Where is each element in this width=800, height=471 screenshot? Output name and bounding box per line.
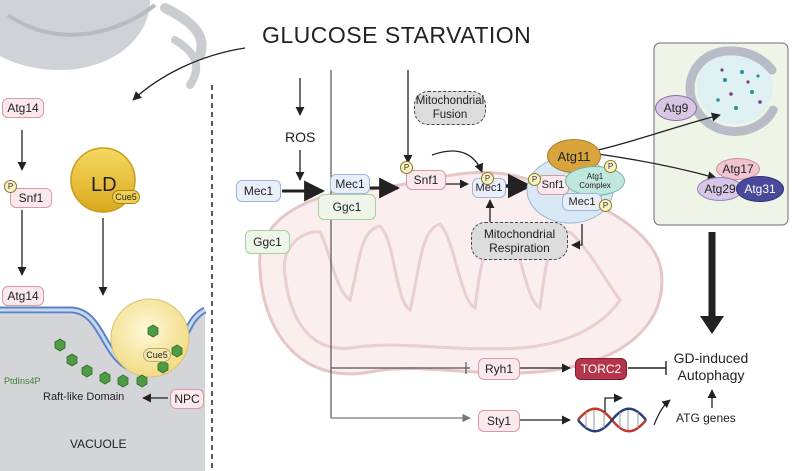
cue5-vacuole-label: Cue5 — [143, 348, 171, 362]
atg17-oval: Atg17 — [716, 158, 760, 180]
mitochondrial-fusion-box: Mitochondrial Fusion — [414, 91, 486, 125]
phospho-snf1-center: P — [400, 161, 413, 174]
ryh1-box: Ryh1 — [478, 358, 520, 380]
ld-label: LD — [91, 174, 117, 196]
npc-box: NPC — [170, 389, 204, 409]
mito-fusion-line2: Fusion — [432, 109, 468, 121]
atg-genes-arrow — [653, 399, 671, 426]
cue5-ld-label: Cue5 — [112, 190, 140, 204]
mitochondrial-respiration-box: Mitochondrial Respiration — [471, 222, 568, 260]
ptdins4p-markers — [54, 324, 183, 388]
dna-helix — [577, 393, 647, 433]
phospho-mec1-right: P — [481, 172, 494, 185]
atg-genes-label: ATG genes — [676, 411, 736, 425]
ggc1-mid-box: Ggc1 — [318, 194, 376, 220]
atg9-oval: Atg9 — [655, 95, 697, 121]
atg1-label: Atg1 — [586, 172, 604, 181]
mito-fusion-line1: Mitochondrial — [415, 95, 485, 107]
snf1-left-box: Snf1 — [10, 188, 52, 208]
torc2-inhibition — [628, 361, 667, 375]
raft-domain-label: Raft-like Domain — [43, 391, 125, 403]
gd-line2: Autophagy — [677, 367, 745, 383]
phospho-mec1-complex: P — [599, 199, 612, 212]
snf1-complex-box: Snf1 — [537, 175, 569, 195]
snf1-center-box: Snf1 — [406, 170, 446, 190]
atg11-oval: Atg11 — [547, 139, 601, 173]
vacuole-label: VACUOLE — [70, 437, 127, 451]
atg14-top-box: Atg14 — [2, 98, 44, 118]
ptdins4p-label: PtdIns4P — [4, 376, 41, 386]
atg29-oval: Atg29 — [697, 177, 743, 201]
ros-label: ROS — [285, 129, 316, 145]
phospho-atg1: P — [604, 160, 617, 173]
left-arrows — [17, 47, 246, 403]
mec1-mid-box: Mec1 — [330, 174, 370, 194]
mito-resp-line2: Respiration — [489, 241, 550, 255]
mito-resp-line1: Mitochondrial — [483, 227, 556, 241]
phospho-snf1-left: P — [4, 180, 17, 193]
torc2-box: TORC2 — [575, 358, 627, 380]
phagophore — [685, 46, 778, 136]
lipid-droplet-vacuole — [110, 298, 190, 378]
atg31-oval: Atg31 — [736, 176, 784, 202]
sty1-box: Sty1 — [478, 410, 520, 432]
complex-arrows — [597, 112, 721, 181]
thick-arrow-head — [700, 316, 724, 334]
mec1-left-box: Mec1 — [236, 180, 281, 202]
atg1-complex-oval: Atg1 Complex — [565, 166, 625, 196]
atg14-bottom-box: Atg14 — [2, 286, 44, 306]
gd-line1: GD-induced — [673, 350, 749, 366]
mec1-complex-box: Mec1 — [562, 193, 602, 211]
complex-label: Complex — [579, 181, 611, 190]
phospho-snf1-complex: P — [528, 173, 541, 186]
diagram-title: GLUCOSE STARVATION — [262, 22, 532, 48]
center-lines — [330, 70, 471, 423]
ggc1-left-box: Ggc1 — [245, 230, 290, 254]
gd-autophagy-label: GD-induced Autophagy — [670, 350, 752, 384]
er-membrane-top-left — [0, 0, 207, 89]
